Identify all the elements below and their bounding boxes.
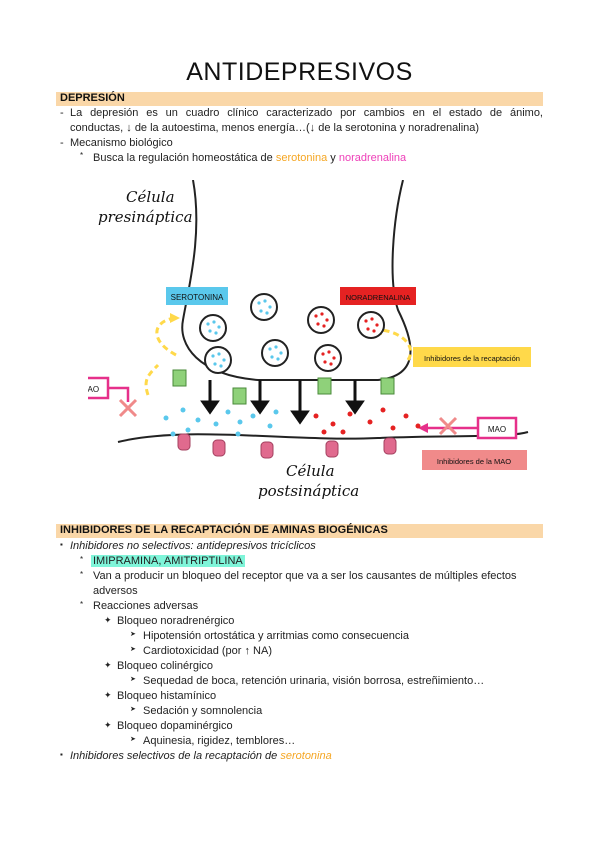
receptors xyxy=(177,433,397,459)
regulation-prefix: Busca la regulación homeostática de xyxy=(93,152,276,164)
arrow-bullet: ➤ xyxy=(130,631,136,638)
serotonin-vesicle xyxy=(250,293,278,321)
selective-prefix: Inhibidores selectivos de la recaptación… xyxy=(70,750,281,762)
intro-line-2: conductas, ↓ de la autoestima, menos ene… xyxy=(70,122,480,134)
diamond-bullet: ✦ xyxy=(104,720,112,730)
reuptake-arrow-left xyxy=(155,316,177,357)
transporter-icon xyxy=(380,377,395,395)
mao-left-connector xyxy=(108,386,130,402)
pre-label-1: Célula xyxy=(126,188,175,206)
section-heading-depresion: DEPRESIÓN xyxy=(60,92,125,104)
nor-block-line: Bloqueo noradrenérgico xyxy=(117,615,235,627)
pre-label-2: presináptica xyxy=(98,208,193,226)
adverse-line: Reacciones adversas xyxy=(93,600,199,612)
serotonin-vesicle-dots xyxy=(206,299,283,368)
diamond-bullet: ✦ xyxy=(104,615,112,625)
dop-1-line: Aquinesia, rigidez, temblores… xyxy=(143,735,296,747)
section-heading-bar xyxy=(56,92,543,106)
noradrenaline-tag xyxy=(340,287,416,305)
arrow-bullet: ➤ xyxy=(130,676,136,683)
synapse-diagram: Célula presináptica Célula postsináptica… xyxy=(88,180,531,500)
transporter-icon xyxy=(172,369,187,387)
receptor-icon xyxy=(177,433,191,451)
arrow-bullet: ➤ xyxy=(130,646,136,653)
drugs-highlight: IMIPRAMINA, AMITRIPTILINA xyxy=(91,555,245,567)
mao-left-label: MAO xyxy=(88,385,99,394)
reuptake-arrowhead-left-icon xyxy=(170,313,180,323)
serotonin-vesicle xyxy=(261,339,289,367)
star-bullet: * xyxy=(80,600,84,609)
dash-bullet: - xyxy=(60,107,64,119)
serotonin-vesicle xyxy=(199,314,227,342)
selective-serotonin: serotonina xyxy=(280,750,332,762)
reuptake-arrow-lower-left xyxy=(144,363,160,396)
his-1-line: Sedación y somnolencia xyxy=(143,705,263,717)
release-arrows xyxy=(200,380,365,425)
noradrenaline-vesicle xyxy=(307,306,335,334)
reuptake-tag-label: Inhibidores de la recaptación xyxy=(424,354,520,363)
transporter-icon xyxy=(232,387,247,405)
noradrenaline-vesicle xyxy=(357,311,385,339)
section-heading-inhibidores: INHIBIDORES DE LA RECAPTACIÓN DE AMINAS … xyxy=(60,524,388,536)
transporter-icon xyxy=(317,377,332,395)
his-block-line: Bloqueo histamínico xyxy=(117,690,217,702)
receptor-icon xyxy=(260,441,274,459)
regulation-serotonin: serotonina xyxy=(275,152,328,164)
post-label-2: postsináptica xyxy=(258,482,359,500)
mao-right-cross-icon xyxy=(438,416,458,436)
noradrenaline-vesicle-dots xyxy=(314,312,379,366)
reuptake-arrow-right xyxy=(377,328,412,361)
diamond-bullet: ✦ xyxy=(104,690,112,700)
mao-inhibitors-tag-label: Inhibidores de la MAO xyxy=(437,457,511,466)
arrow-bullet: ➤ xyxy=(130,706,136,713)
noradrenaline-vesicle xyxy=(314,344,342,372)
serotonin-vesicles xyxy=(199,293,289,374)
section-heading-bar xyxy=(56,524,543,538)
mechanism-line: Mecanismo biológico xyxy=(70,137,173,149)
receptor-icon xyxy=(325,440,339,458)
serotonin-tag xyxy=(166,287,228,305)
reuptake-tag xyxy=(413,347,531,367)
block-line-1: Van a producir un bloqueo del receptor q… xyxy=(93,570,517,582)
noradrenaline-vesicles xyxy=(307,306,385,372)
post-label-1: Célula xyxy=(286,462,335,480)
star-bullet: * xyxy=(80,570,84,579)
receptor-icon xyxy=(383,437,397,455)
block-line-2: adversos xyxy=(93,585,138,597)
regulation-line: Busca la regulación homeostática de sero… xyxy=(93,152,406,165)
serotonin-vesicle xyxy=(204,346,232,374)
mao-left-cross-icon xyxy=(118,398,138,418)
regulation-noradrenaline: noradrenalina xyxy=(338,152,407,164)
dash-bullet: - xyxy=(60,137,64,149)
square-bullet: ▪ xyxy=(60,540,63,549)
star-bullet: * xyxy=(80,151,84,160)
mao-inhibitors-tag xyxy=(422,450,527,470)
diamond-bullet: ✦ xyxy=(104,660,112,670)
dop-block-line: Bloqueo dopaminérgico xyxy=(117,720,233,732)
noradrenaline-cleft-dots xyxy=(313,407,421,435)
receptor-icon xyxy=(212,439,226,457)
drugs-line: IMIPRAMINA, AMITRIPTILINA xyxy=(91,555,245,568)
page-title: ANTIDEPRESIVOS xyxy=(186,58,413,86)
noradrenaline-tag-label: NORADRENALINA xyxy=(346,293,411,302)
nor-1-line: Hipotensión ortostática y arritmias como… xyxy=(143,630,409,642)
star-bullet: * xyxy=(80,555,84,564)
selective-line: Inhibidores selectivos de la recaptación… xyxy=(70,750,332,763)
col-1-line: Sequedad de boca, retención urinaria, vi… xyxy=(143,675,485,687)
nonselective-line: Inhibidores no selectivos: antidepresivo… xyxy=(70,540,316,552)
intro-line-1: La depresión es un cuadro clínico caract… xyxy=(70,107,543,119)
square-bullet: ▪ xyxy=(60,750,63,759)
serotonin-tag-label: SEROTONINA xyxy=(171,293,224,302)
serotonin-cleft-dots xyxy=(163,407,279,437)
mao-right-arrowhead-icon xyxy=(418,423,428,433)
col-block-line: Bloqueo colinérgico xyxy=(117,660,214,672)
arrow-bullet: ➤ xyxy=(130,736,136,743)
nor-2-line: Cardiotoxicidad (por ↑ NA) xyxy=(143,645,272,657)
regulation-and: y xyxy=(327,152,339,164)
mao-right-label: MAO xyxy=(488,425,506,434)
